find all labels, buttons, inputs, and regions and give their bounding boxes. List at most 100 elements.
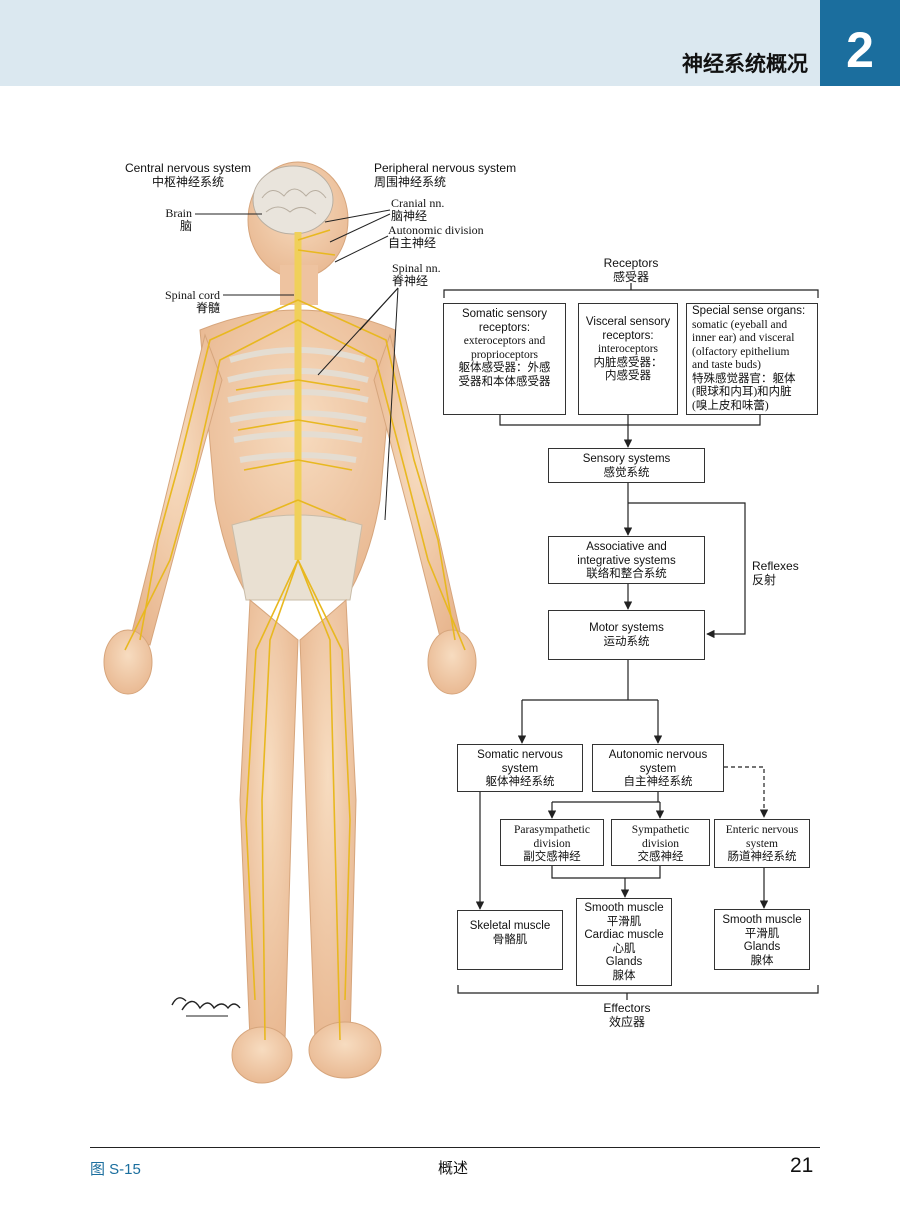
section-name: 概述 xyxy=(438,1160,469,1177)
visceral-receptors-l5: 内感受器 xyxy=(605,370,651,382)
reflexes-label: Reflexes 反射 xyxy=(752,559,799,587)
nerve-network xyxy=(124,229,466,1041)
special-sense-l3: inner ear) and visceral xyxy=(692,332,795,344)
associative-zh: 联络和整合系统 xyxy=(586,568,667,580)
human-body-figure xyxy=(103,161,477,1084)
enteric-effectors-box: Smooth muscle 平滑肌 Glands 腺体 xyxy=(714,909,810,970)
somatic-nervous-system-box: Somatic nervous system 躯体神经系统 xyxy=(457,744,583,792)
receptors-en: Receptors xyxy=(603,256,659,270)
artist-signature xyxy=(171,997,241,1017)
pns-label: Peripheral nervous system 周围神经系统 xyxy=(374,161,516,189)
visceral-receptors-l3: interoceptors xyxy=(597,343,659,355)
smooth-cardiac-l1: Smooth muscle xyxy=(584,902,664,914)
enteric-effectors-l2: 平滑肌 xyxy=(744,927,780,940)
cranial-nerves-label: Cranial nn. 脑神经 xyxy=(391,197,444,223)
smooth-cardiac-l3: Cardiac muscle xyxy=(584,929,664,941)
autonomic-ns-l2: system xyxy=(639,762,677,775)
autonomic-label-en: Autonomic division xyxy=(388,223,484,237)
cns-label: Central nervous system 中枢神经系统 xyxy=(122,161,254,189)
motor-zh: 运动系统 xyxy=(603,635,650,648)
cranial-label-en: Cranial nn. xyxy=(391,196,445,210)
somatic-receptors-l6: 受器和本体感受器 xyxy=(458,375,551,388)
figure-reference: 图 S-15 xyxy=(90,1161,141,1178)
effectors-en: Effectors xyxy=(603,1001,651,1015)
effectors-title: Effectors 效应器 xyxy=(580,1001,674,1029)
pns-label-en: Peripheral nervous system xyxy=(374,161,517,175)
spinal-nn-label-en: Spinal nn. xyxy=(392,261,441,275)
cns-label-zh: 中枢神经系统 xyxy=(151,175,224,189)
parasympathetic-l2: division xyxy=(533,837,571,850)
visceral-receptors-l2: receptors: xyxy=(602,329,654,342)
spinal-cord-label-en: Spinal cord xyxy=(165,288,220,302)
somatic-receptors-l3: exteroceptors and xyxy=(463,335,546,347)
autonomic-ns-l1: Autonomic nervous xyxy=(608,749,708,761)
visceral-receptors-box: Visceral sensory receptors: interoceptor… xyxy=(578,303,678,415)
somatic-receptors-l1: Somatic sensory xyxy=(461,308,547,320)
autonomic-label-zh: 自主神经 xyxy=(388,236,437,250)
sensory-systems-box: Sensory systems 感觉系统 xyxy=(548,448,705,483)
effectors-zh: 效应器 xyxy=(608,1015,645,1029)
sympathetic-l1: Sympathetic xyxy=(631,824,690,836)
somatic-ns-l1: Somatic nervous xyxy=(477,749,563,761)
brain-label: Brain 脑 xyxy=(140,207,192,233)
associative-systems-box: Associative and integrative systems 联络和整… xyxy=(548,536,705,584)
skeletal-en: Skeletal muscle xyxy=(469,920,551,932)
enteric-zh: 肠道神经系统 xyxy=(727,851,797,863)
special-sense-l7: (眼球和内耳)和内脏 xyxy=(692,386,792,398)
receptors-title: Receptors 感受器 xyxy=(580,256,682,284)
smooth-cardiac-l6: 腺体 xyxy=(612,969,636,982)
special-sense-l5: and taste buds) xyxy=(692,359,761,371)
sympathetic-zh: 交感神经 xyxy=(637,851,684,863)
smooth-cardiac-l5: Glands xyxy=(605,956,643,968)
smooth-cardiac-l2: 平滑肌 xyxy=(606,915,642,928)
smooth-cardiac-glands-box: Smooth muscle 平滑肌 Cardiac muscle 心肌 Glan… xyxy=(576,898,672,986)
reflexes-zh: 反射 xyxy=(752,573,777,587)
enteric-effectors-l3: Glands xyxy=(743,941,781,953)
sensory-en: Sensory systems xyxy=(582,453,671,465)
parasympathetic-l1: Parasympathetic xyxy=(513,824,590,836)
flowchart-connectors xyxy=(443,283,819,1000)
sympathetic-l2: division xyxy=(641,837,680,850)
cns-label-en: Central nervous system xyxy=(124,161,252,175)
motor-en: Motor systems xyxy=(589,622,664,634)
associative-l1: Associative and xyxy=(586,541,667,553)
autonomic-division-label: Autonomic division 自主神经 xyxy=(388,224,484,250)
spinal-cord-label-zh: 脊髓 xyxy=(195,301,220,315)
special-sense-l4: (olfactory epithelium xyxy=(692,345,790,358)
spinal-nerves-label: Spinal nn. 脊神经 xyxy=(392,262,441,288)
smooth-cardiac-l4: 心肌 xyxy=(612,942,636,955)
somatic-receptors-l2: receptors: xyxy=(478,321,531,334)
associative-l2: integrative systems xyxy=(577,554,676,567)
special-sense-l6: 特殊感觉器官：躯体 xyxy=(692,372,796,385)
spinal-cord-label: Spinal cord 脊髓 xyxy=(150,289,220,315)
enteric-nervous-system-box: Enteric nervous system 肠道神经系统 xyxy=(714,819,810,868)
enteric-l2: system xyxy=(746,837,778,850)
special-sense-l2: somatic (eyeball and xyxy=(692,318,788,331)
autonomic-ns-zh: 自主神经系统 xyxy=(623,776,693,788)
special-sense-box: Special sense organs: somatic (eyeball a… xyxy=(686,303,818,415)
enteric-effectors-l4: 腺体 xyxy=(750,954,774,967)
chapter-title: 神经系统概况 xyxy=(682,53,808,76)
visceral-receptors-l1: Visceral sensory xyxy=(585,316,671,328)
motor-systems-box: Motor systems 运动系统 xyxy=(548,610,705,660)
header-bar xyxy=(0,0,820,86)
special-sense-l8: (嗅上皮和味蕾) xyxy=(692,399,769,412)
pns-label-zh: 周围神经系统 xyxy=(374,175,447,189)
dashed-connector-enteric xyxy=(724,766,769,818)
label-leader-lines xyxy=(195,209,399,521)
brain-shape xyxy=(252,165,334,235)
page-number: 21 xyxy=(790,1154,814,1177)
enteric-effectors-l1: Smooth muscle xyxy=(722,914,802,926)
cranial-label-zh: 脑神经 xyxy=(391,209,428,223)
somatic-receptors-l4: proprioceptors xyxy=(470,348,539,361)
somatic-receptors-l5: 躯体感受器：外感 xyxy=(458,362,551,374)
autonomic-nervous-system-box: Autonomic nervous system 自主神经系统 xyxy=(592,744,724,792)
chapter-number: 2 xyxy=(820,0,900,86)
receptors-zh: 感受器 xyxy=(612,270,649,284)
parasympathetic-zh: 副交感神经 xyxy=(523,851,581,863)
somatic-ns-l2: system xyxy=(501,762,539,775)
footer-divider xyxy=(90,1147,820,1148)
reflexes-en: Reflexes xyxy=(752,559,799,573)
sensory-zh: 感觉系统 xyxy=(603,466,650,479)
